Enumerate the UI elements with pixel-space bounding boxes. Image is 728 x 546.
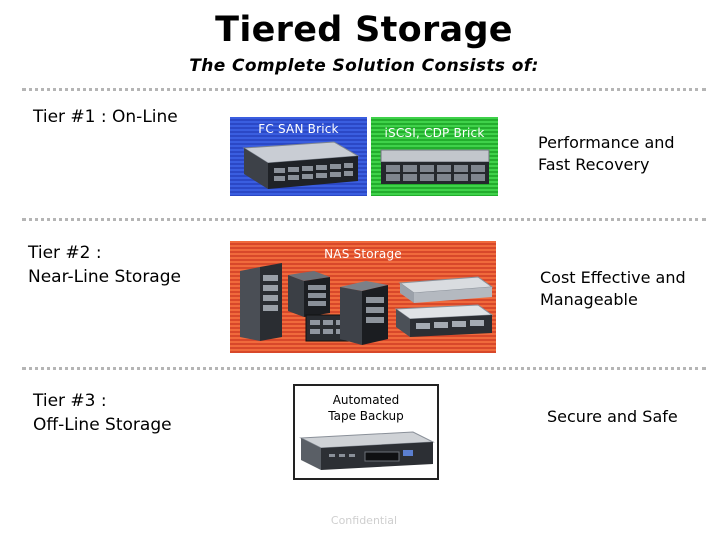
page-subtitle: The Complete Solution Consists of: [189,56,539,76]
tier-3-label: Tier #3 : Off-Line Storage [33,389,172,437]
rack-server-icon [242,141,360,189]
tier-1-benefit-line2: Fast Recovery [538,155,650,174]
fc-san-brick-panel: FC SAN Brick [230,117,367,196]
rack-server-icon [380,149,490,184]
nas-storage-label: NAS Storage [324,247,402,261]
tier-3-benefit-line1: Secure and Safe [547,407,678,426]
tape-library-icon [299,431,435,470]
divider-tier-2-3 [22,367,706,370]
confidential-footer: Confidential [330,514,398,527]
tier-3-label-line1: Tier #3 : [33,391,107,411]
tier-2-benefit-line1: Cost Effective and [540,268,686,287]
tier-2-benefit-line2: Manageable [540,290,638,309]
tier-3-label-line2: Off-Line Storage [33,415,172,435]
page-title: Tiered Storage [215,10,513,50]
iscsi-cdp-brick-label: iSCSI, CDP Brick [384,126,485,140]
iscsi-cdp-brick-panel: iSCSI, CDP Brick [371,117,498,196]
divider-tier-1-2 [22,218,706,221]
nas-servers-icon [240,263,494,345]
tier-1-label: Tier #1 : On-Line [33,105,178,129]
tier-2-benefit: Cost Effective and Manageable [540,267,686,311]
tape-backup-panel: Automated Tape Backup [293,384,439,480]
tape-backup-label-line2: Tape Backup [328,409,404,423]
tier-2-label-line2: Near-Line Storage [28,267,181,287]
tier-1-benefit: Performance and Fast Recovery [538,132,675,176]
tier-3-benefit: Secure and Safe [547,406,678,428]
fc-san-brick-label: FC SAN Brick [258,122,339,136]
tier-1-benefit-line1: Performance and [538,133,675,152]
tier-1-label-line1: Tier #1 : On-Line [33,107,178,127]
tape-backup-label: Automated Tape Backup [295,392,437,424]
tier-2-label-line1: Tier #2 : [28,243,102,263]
tape-backup-label-line1: Automated [332,393,400,407]
nas-storage-panel: NAS Storage [230,241,496,353]
tier-2-label: Tier #2 : Near-Line Storage [28,241,181,289]
divider-top [22,88,706,91]
